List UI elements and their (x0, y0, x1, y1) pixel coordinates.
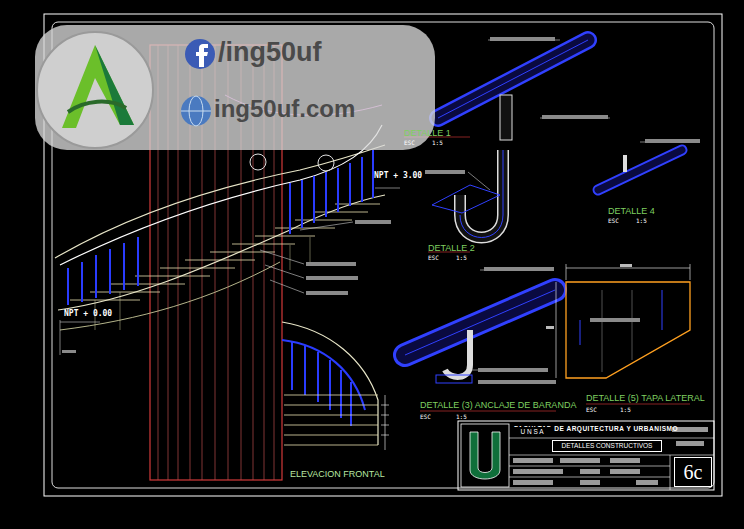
view-title: ELEVACION FRONTAL (290, 470, 385, 480)
scale-label: 1:5 (456, 414, 467, 421)
scale-label: 1:5 (456, 255, 467, 262)
node-text: 6c (684, 461, 703, 483)
node-text: DETALLES CONSTRUCTIVOS (562, 442, 653, 449)
scale-label: 1:5 (636, 218, 647, 225)
scale-label: ESC (586, 407, 597, 414)
detail-title: DETALLE (5) TAPA LATERAL (586, 394, 705, 404)
node-text: U N S A (520, 428, 543, 435)
university-name: U N S A (512, 427, 552, 437)
sheet-title: DETALLES CONSTRUCTIVOS (552, 440, 662, 452)
detail-title: DETALLE 2 (428, 244, 475, 254)
watermark: /ing50uf (218, 38, 322, 68)
watermark: ing50uf.com (214, 96, 355, 122)
title-block: FACULTAD DE ARQUITECTURA Y URBANISMOU N … (458, 421, 714, 490)
level-mark: NPT + 3.00 (374, 172, 422, 181)
scale-label: 1:5 (432, 140, 443, 147)
sheet-number: 6c (674, 457, 712, 487)
detail-title: DETALLE 1 (404, 129, 451, 139)
scale-label: 1:5 (620, 407, 631, 414)
detail-title: DETALLE (3) ANCLAJE DE BARANDA (420, 401, 576, 411)
level-mark: NPT + 0.00 (64, 310, 112, 319)
scale-label: ESC (428, 255, 439, 262)
scale-label: ESC (420, 414, 431, 421)
scale-label: ESC (608, 218, 619, 225)
detail-title: DETALLE 4 (608, 207, 655, 217)
scale-label: ESC (404, 140, 415, 147)
